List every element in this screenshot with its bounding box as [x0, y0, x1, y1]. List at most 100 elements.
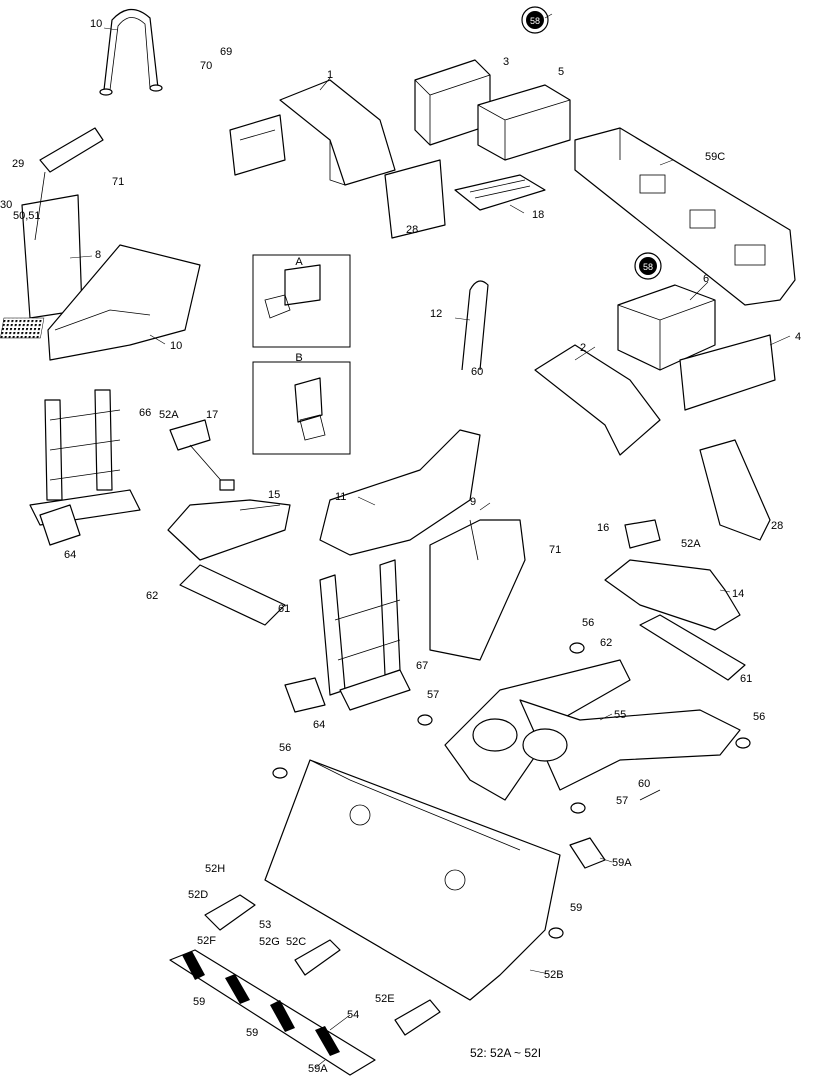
bracket-40: [229, 114, 286, 176]
handrail-12: [99, 8, 163, 96]
label-52d: 52E: [375, 993, 395, 1005]
label-59a-top: 56: [582, 617, 594, 629]
fender-1: [279, 79, 396, 186]
label-50-51-right: 52A: [681, 538, 701, 550]
footnote: 52: 52A ~ 52I: [470, 1046, 541, 1060]
leader-lines: [69, 13, 791, 1069]
label-4: 4: [795, 331, 801, 343]
label-50-51: 52A: [159, 409, 179, 421]
label-71-center: 64: [313, 719, 325, 731]
bushings-59a: [272, 642, 751, 939]
label-67: 60: [471, 366, 483, 378]
tooth-52c: [204, 894, 256, 931]
label-2: 2: [580, 342, 586, 354]
label-59: 55: [614, 709, 626, 721]
grate-18: [454, 174, 546, 211]
platform-11: [319, 429, 481, 556]
label-60: 59A: [612, 857, 632, 869]
label-52h: 53: [259, 919, 271, 931]
mudflap-29: [384, 159, 446, 239]
label-29: 28: [406, 224, 418, 236]
label-52g: 52H: [205, 863, 225, 875]
detail-a-box: A: [252, 254, 351, 348]
tooth-52b: [294, 939, 341, 976]
label-13: 12: [430, 308, 442, 320]
label-57: 59A: [308, 1063, 328, 1075]
label-14: 14: [732, 588, 744, 600]
label-52e: 52F: [197, 935, 216, 947]
guard-68-right: [639, 614, 746, 681]
label-69: 62: [146, 590, 158, 602]
label-74: 67: [416, 660, 428, 672]
ladder-74: [319, 559, 411, 711]
label-8: 8: [95, 249, 101, 261]
label-77: 70: [200, 60, 212, 72]
label-17: 17: [206, 409, 218, 421]
battery-frame-4: [679, 334, 776, 411]
battery-5: [477, 84, 571, 161]
ladder-73: [29, 389, 141, 526]
label-78-right: 71: [549, 544, 561, 556]
label-62: 60: [638, 778, 650, 790]
label-15: 15: [268, 489, 280, 501]
label-68-left: 61: [278, 603, 290, 615]
light-16: [624, 519, 661, 549]
light-17: [169, 419, 235, 491]
label-16: 16: [597, 522, 609, 534]
detail-a-title: A: [295, 256, 303, 268]
handrail-13: [461, 280, 489, 371]
platform-14: [604, 559, 741, 631]
bucket-52a: [264, 759, 561, 1001]
boom-59: [444, 659, 741, 801]
label-71: 64: [64, 549, 76, 561]
label-3: 3: [503, 56, 509, 68]
label-18: 18: [532, 209, 544, 221]
label-6: 6: [703, 273, 709, 285]
label-59b-right: 57: [616, 795, 628, 807]
step-71: [39, 504, 81, 546]
counterweight-66: [574, 127, 796, 306]
detail-b-title: B: [295, 352, 302, 364]
label-12: 10: [90, 18, 102, 30]
label-52a: 52B: [544, 969, 564, 981]
label-73: 66: [139, 407, 151, 419]
link-62: [639, 789, 661, 801]
tooth-52d: [394, 999, 441, 1036]
badge-58-right: 58: [634, 252, 662, 280]
label-69-right: 62: [600, 637, 612, 649]
link-60: [569, 837, 606, 869]
detail-b-box: B: [252, 352, 351, 455]
panel-9: [429, 519, 526, 661]
label-1: 1: [327, 69, 333, 81]
label-59a: 56: [753, 711, 765, 723]
badge-58-top: 58: [521, 6, 549, 34]
label-29-right: 28: [771, 520, 783, 532]
guard-68: [179, 564, 286, 626]
label-30: 29: [12, 158, 24, 170]
label-56: 59: [193, 996, 205, 1008]
label-5: 5: [558, 66, 564, 78]
label-10: 10: [170, 340, 182, 352]
platform-10: [0, 244, 201, 361]
label-59a-left: 56: [279, 742, 291, 754]
badge-text-top: 58: [530, 16, 540, 26]
badge-text-right: 58: [643, 262, 653, 272]
label-59c: 59: [570, 902, 582, 914]
label-78: 71: [112, 176, 124, 188]
step-71-center: [284, 677, 326, 713]
label-49: 50,51: [13, 210, 41, 222]
label-52b: 52C: [286, 936, 306, 948]
platform-15: [167, 499, 291, 561]
label-68: 61: [740, 673, 752, 685]
label-76: 69: [220, 46, 232, 58]
label-11: 11: [335, 491, 346, 503]
label-53: 54: [347, 1009, 359, 1021]
label-66: 59C: [705, 151, 725, 163]
mudflap-29-right: [699, 439, 771, 541]
battery-6: [617, 284, 716, 371]
cutting-edge-56: [169, 949, 376, 1076]
label-52f: 52G: [259, 936, 280, 948]
part-labels: 10 1 2 3 4 5 6 8 9 10 11 12 14 15 16 17 …: [0, 18, 801, 1075]
label-9: 9: [470, 496, 476, 508]
